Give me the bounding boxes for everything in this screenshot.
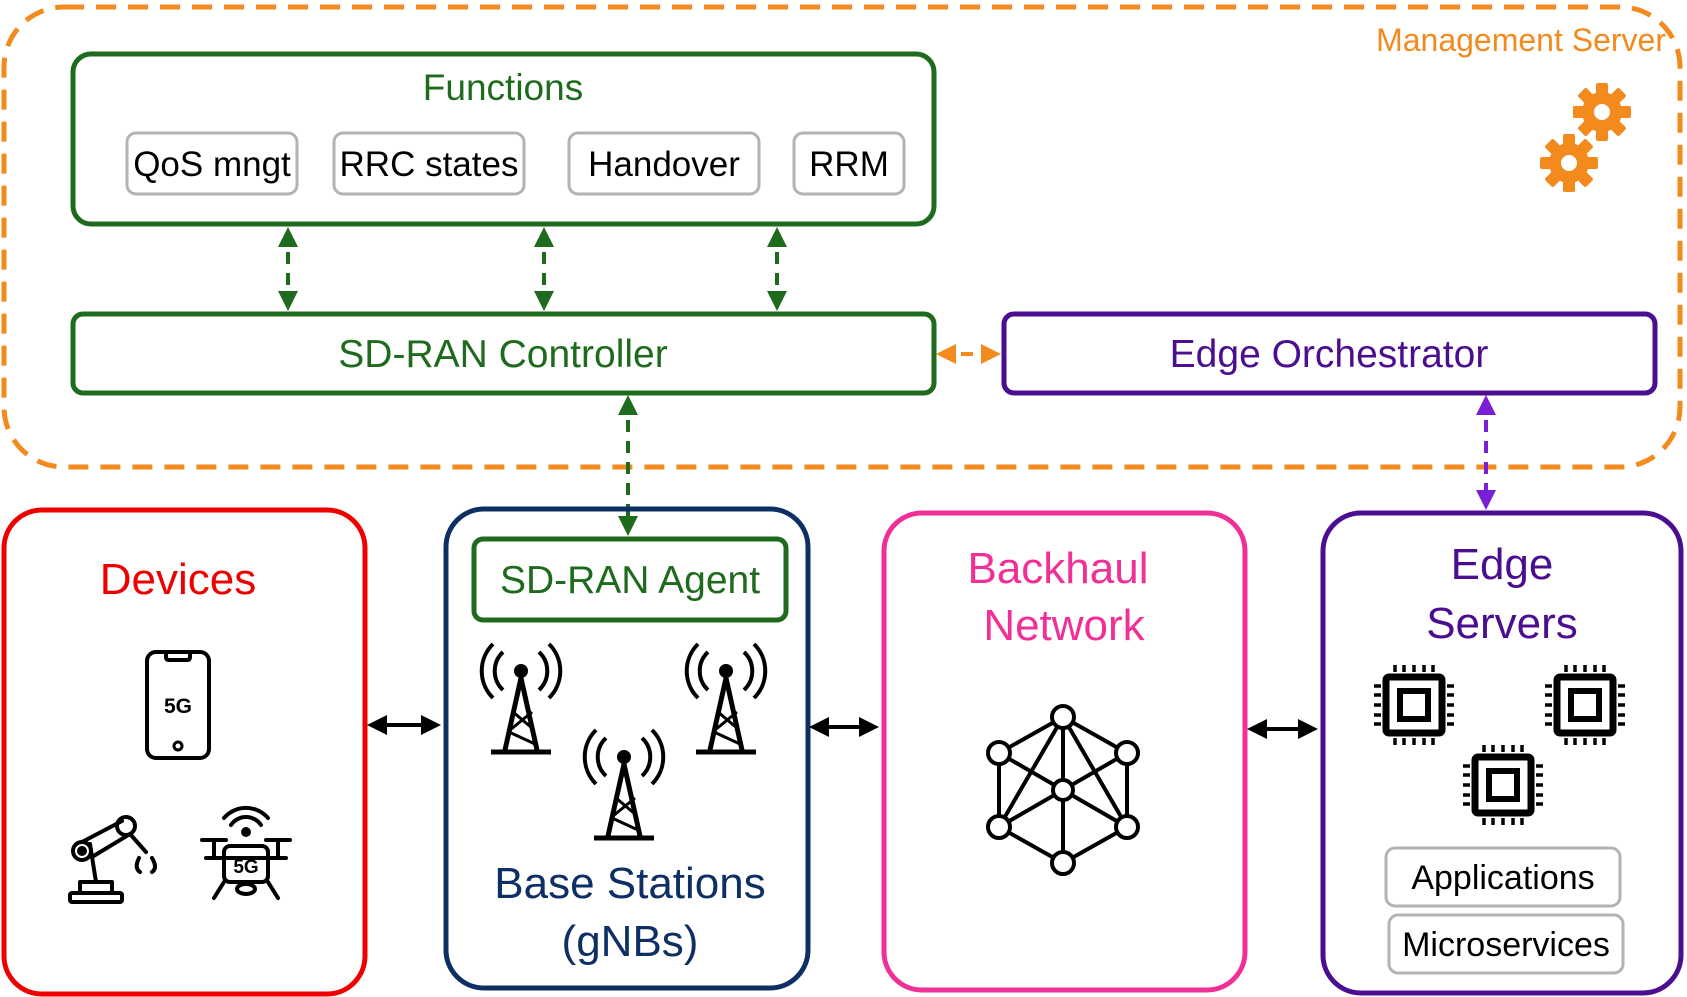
sdran-agent-label: SD-RAN Agent	[500, 559, 760, 602]
sdran-controller-label: SD-RAN Controller	[338, 333, 667, 376]
function-item-qos-label: QoS mngt	[133, 145, 291, 184]
robot-arm-icon	[68, 815, 157, 904]
function-item-rrc: RRC states	[332, 131, 526, 196]
drone-5g-icon: 5G	[200, 805, 292, 900]
edge-servers-subtitle: Servers	[1426, 599, 1578, 648]
mesh-network-icon	[986, 704, 1140, 876]
edge-item-applications-label: Applications	[1411, 859, 1594, 897]
function-item-qos: QoS mngt	[125, 131, 299, 196]
functions-box	[70, 51, 937, 227]
edge-orchestrator-box	[1001, 311, 1658, 396]
cpu-chip-icon	[1374, 665, 1454, 745]
edge-item-microservices: Microservices	[1387, 913, 1625, 975]
backhaul-subtitle: Network	[983, 601, 1145, 650]
gears-icon	[1540, 83, 1631, 192]
base-stations-box	[443, 506, 811, 991]
function-item-handover-label: Handover	[588, 145, 740, 184]
edge-servers-title: Edge	[1451, 540, 1554, 589]
function-item-rrm: RRM	[792, 131, 906, 196]
antenna-tower-icon	[482, 644, 561, 752]
functions-title: Functions	[423, 67, 583, 108]
phone-5g-badge: 5G	[164, 695, 192, 718]
backhaul-network-box	[881, 510, 1248, 993]
edge-item-microservices-label: Microservices	[1402, 926, 1610, 964]
sdran-agent-box	[471, 536, 789, 623]
management-server-label: Management Server	[1376, 22, 1666, 58]
cpu-chip-icon	[1463, 745, 1543, 825]
antenna-tower-icon	[687, 644, 766, 752]
base-stations-title: Base Stations	[494, 859, 766, 908]
cpu-chip-icon	[1545, 665, 1625, 745]
edge-orchestrator-label: Edge Orchestrator	[1170, 333, 1489, 376]
function-item-handover: Handover	[567, 131, 761, 196]
edge-item-applications: Applications	[1384, 846, 1622, 908]
edge-servers-box	[1320, 510, 1684, 996]
functions-controller-links	[278, 227, 787, 311]
function-item-rrc-label: RRC states	[340, 145, 519, 184]
backhaul-title: Backhaul	[967, 544, 1148, 593]
smartphone-5g-icon: 5G	[145, 650, 211, 760]
devices-title: Devices	[100, 555, 257, 604]
drone-5g-badge: 5G	[233, 857, 258, 878]
antenna-tower-icon	[585, 730, 664, 838]
management-server-boundary	[1, 4, 1683, 470]
function-item-rrm-label: RRM	[809, 145, 889, 184]
base-stations-subtitle: (gNBs)	[562, 917, 699, 966]
sdran-controller-box	[70, 311, 937, 396]
devices-box	[1, 507, 368, 997]
